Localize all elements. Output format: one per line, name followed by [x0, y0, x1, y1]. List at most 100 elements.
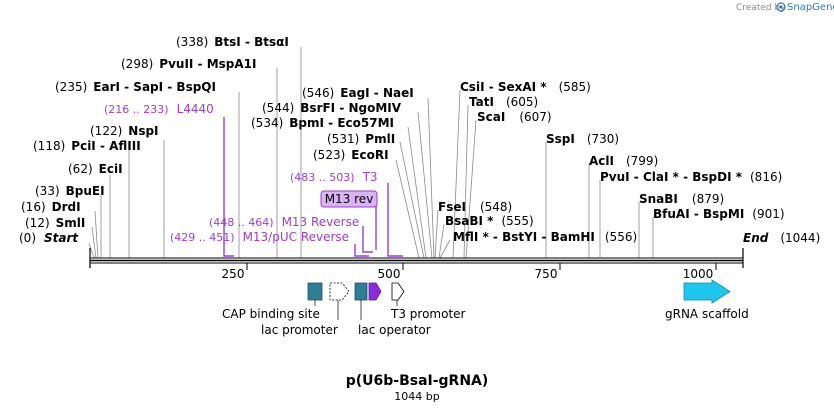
site-16-pos: (16) [21, 200, 46, 214]
site-leaders [88, 47, 654, 259]
site-118-pos: (118) [33, 139, 65, 153]
svg-text:(235)EarI - SapI - BspQI: (235) EarI - SapI - BspQI [55, 80, 216, 94]
map-title: p(U6b-BsaI-gRNA) 1044 bp [346, 373, 489, 403]
end-label: End [743, 231, 769, 245]
site-548-name: FseI [438, 200, 466, 214]
svg-text:(298)PvuII - MspA1I: (298) PvuII - MspA1I [121, 57, 256, 71]
primer-m13rev-name: M13 Reverse [282, 215, 360, 229]
svg-text:(534)BpmI - Eco57MI: (534) BpmI - Eco57MI [251, 116, 394, 130]
svg-text:AclI(799): AclI(799) [589, 154, 658, 168]
m13-rev-tag[interactable]: M13 rev [320, 190, 378, 208]
svg-text:(429 .. 451)M13/pUC Reverse: (429 .. 451)M13/pUC Reverse [170, 230, 349, 244]
snapgene-logo-icon [776, 2, 786, 12]
site-799-pos: (799) [626, 154, 658, 168]
tick-250-label: 250 [222, 267, 245, 281]
site-544-pos: (544) [262, 101, 294, 115]
site-548-pos: (548) [480, 200, 512, 214]
site-235-name: EarI - SapI - BspQI [93, 80, 216, 94]
dna-backbone [89, 248, 744, 268]
svg-text:(16)DrdI: (16) DrdI [21, 200, 81, 214]
feature-t3-promoter [391, 282, 405, 301]
svg-text:ScaI(607): ScaI (607) [477, 110, 552, 124]
site-122-name: NspI [128, 124, 158, 138]
svg-text:FseI(548): FseI (548) [438, 200, 512, 214]
svg-text:TatI(605): TatI (605) [469, 95, 538, 109]
primer-l4440-name: L4440 [177, 102, 214, 116]
feature-leaders [314, 300, 398, 320]
site-546-pos: (546) [302, 86, 334, 100]
site-298-name: PvuII - MspA1I [159, 57, 256, 71]
svg-text:(118)PciI - AflIII: (118) PciI - AflIII [33, 139, 141, 153]
sequence-ends: (0) Start End (1044) [19, 231, 820, 245]
tick-1000-label: 1000 [683, 267, 714, 281]
start-pos: (0) [19, 231, 36, 245]
features [307, 279, 731, 304]
svg-text:(122)NspI: (122) NspI [90, 124, 159, 138]
primer-m13rev-range: (448 .. 464) [209, 216, 274, 229]
svg-text:(448 .. 464)M13 Reverse: (448 .. 464) M13 Reverse [209, 215, 359, 229]
feature-labels: CAP binding site lac promoter lac operat… [222, 307, 749, 337]
svg-text:(523)EcoRI: (523) EcoRI [313, 148, 389, 162]
svg-text:(0)Start: (0) Start [19, 231, 79, 245]
svg-text:MflI * - BstYI - BamHI(556): MflI * - BstYI - BamHI(556) [453, 230, 637, 244]
primer-t3-range: (483 .. 503) [290, 171, 355, 184]
feature-lac-promoter [329, 282, 350, 301]
svg-text:(33)BpuEI: (33)BpuEI [35, 184, 105, 198]
svg-text:(216 .. 233)L4440: (216 .. 233) L4440 [104, 102, 214, 116]
site-555-name: BsaBI * [445, 214, 494, 228]
site-556-name: MflI * - BstYI - BamHI [453, 230, 595, 244]
site-585-name: CsiI - SexAI * [460, 80, 547, 94]
restriction-sites: (12)SmlI (16)DrdI (33)BpuEI (62)EciI (11… [21, 35, 785, 244]
site-118-name: PciI - AflIII [71, 139, 140, 153]
site-605-pos: (605) [506, 95, 538, 109]
site-816-pos: (816) [750, 170, 782, 184]
site-338-pos: (338) [176, 35, 208, 49]
site-544-name: BsrFI - NgoMIV [300, 101, 401, 115]
site-235-pos: (235) [55, 80, 87, 94]
svg-text:BsaBI *(555): BsaBI *(555) [445, 214, 534, 228]
site-607-pos: (607) [519, 110, 551, 124]
site-523-name: EcoRI [351, 148, 388, 162]
site-122-pos: (122) [90, 124, 122, 138]
site-523-pos: (523) [313, 148, 345, 162]
site-879-name: SnaBI [639, 192, 678, 206]
label-lac-operator: lac operator [358, 323, 431, 337]
primer-m13rev-bracket [362, 226, 373, 253]
site-605-name: TatI [469, 95, 494, 109]
feature-lac-operator [354, 282, 368, 301]
site-298-pos: (298) [121, 57, 153, 71]
primer-m13puc-range: (429 .. 451) [170, 231, 235, 244]
watermark-brand: SnapGene [787, 2, 834, 13]
svg-text:SspI(730): SspI(730) [546, 132, 619, 146]
ruler-labels: 250 500 750 1000 [222, 267, 714, 281]
primer-brackets [223, 117, 403, 257]
label-cap-binding-site: CAP binding site [222, 307, 320, 321]
end-pos: (1044) [780, 231, 820, 245]
svg-text:End(1044): End (1044) [743, 231, 820, 245]
site-16-name: DrdI [52, 200, 81, 214]
site-546-name: EagI - NaeI [340, 86, 413, 100]
start-label: Start [44, 231, 79, 245]
label-t3-promoter: T3 promoter [390, 307, 466, 321]
plasmid-name: p(U6b-BsaI-gRNA) [346, 373, 489, 389]
site-534-name: BpmI - Eco57MI [289, 116, 394, 130]
label-grna-scaffold: gRNA scaffold [665, 307, 749, 321]
site-607-name: ScaI [477, 110, 505, 124]
svg-text:(544)BsrFI - NgoMIV: (544) BsrFI - NgoMIV [262, 101, 402, 115]
m13-rev-tag-label: M13 rev [325, 192, 374, 206]
svg-text:(62)EciI: (62)EciI [68, 162, 123, 176]
watermark-prefix: Created by [736, 3, 786, 13]
primer-l4440-range: (216 .. 233) [104, 103, 169, 116]
primer-labels: (216 .. 233)L4440 (483 .. 503)T3 (448 ..… [104, 102, 378, 244]
site-730-name: SspI [546, 132, 575, 146]
site-62-name: EciI [99, 162, 123, 176]
tick-750-label: 750 [535, 267, 558, 281]
ruler [246, 263, 717, 270]
feature-m13-rev [368, 282, 382, 301]
primer-l4440-bracket [223, 117, 234, 257]
site-338-name: BtsI - BtsαI [214, 35, 289, 49]
label-lac-promoter: lac promoter [261, 323, 338, 337]
site-531-pos: (531) [327, 132, 359, 146]
site-33-name: BpuEI [66, 184, 105, 198]
site-534-pos: (534) [251, 116, 283, 130]
